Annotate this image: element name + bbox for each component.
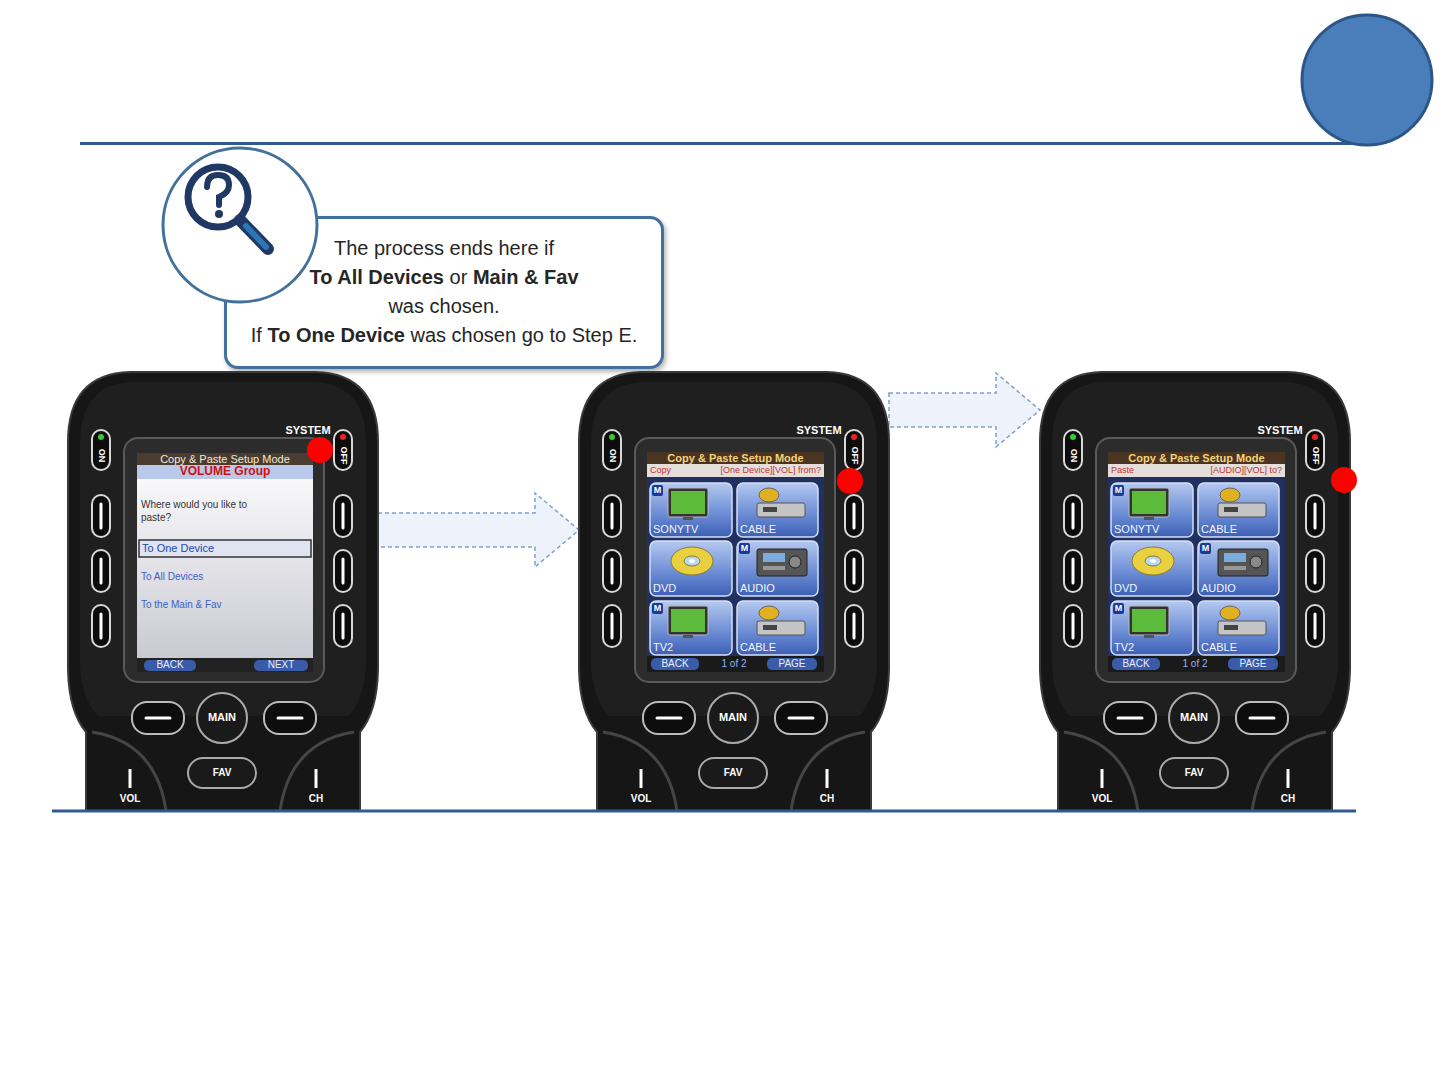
callout-line: The process ends here if [334, 234, 554, 263]
remote-control: SYSTEM ON OFF Copy & Paste Setup ModeVOLUME… [68, 370, 378, 811]
button-label: ON [1068, 446, 1079, 466]
remote-body [1040, 370, 1350, 811]
screen-text: BACK [1112, 658, 1160, 670]
screen-text: DVD [653, 582, 729, 595]
screen-text: M [1200, 543, 1211, 553]
screen-text: CH [296, 793, 336, 805]
callout-line: To All Devices orMain & Fav [309, 263, 578, 292]
screen-text: MAIN [192, 711, 252, 724]
callout-text: was chosen. [388, 295, 499, 317]
screen-text: Copy [650, 465, 690, 475]
screen-text: CABLE [1201, 641, 1277, 654]
screen-text: VOL [621, 793, 661, 805]
screen-text: SONYTV [1114, 523, 1190, 536]
screen-text: M [739, 543, 750, 553]
callout-text: The process ends here if To All Devices or… [227, 219, 661, 350]
screen-text: FAV [1164, 767, 1224, 779]
screen-text: TV2 [653, 641, 729, 654]
screen-text: MAIN [1164, 711, 1224, 724]
callout-line: IfTo One Device was chosen go to Step E. [251, 321, 638, 350]
bottom-rule [52, 810, 1356, 813]
screen-text: MAIN [703, 711, 763, 724]
flow-arrow [378, 493, 579, 567]
callout-text: or [450, 266, 468, 288]
callout-line: was chosen. [388, 292, 499, 321]
callout-text: The process ends here if [334, 237, 554, 259]
screen-text: SONYTV [653, 523, 729, 536]
remote-control: SYSTEM ON OFF Copy & Paste Setup ModeCopy[O… [579, 370, 889, 811]
screen-text: VOL [1082, 793, 1122, 805]
callout-box: The process ends here if To All Devices or… [224, 216, 664, 369]
screen-text: To One Device [142, 542, 302, 555]
emphasis-text: To One Device [267, 324, 404, 346]
screen-text: SYSTEM [278, 424, 338, 437]
screen-text: M [1113, 603, 1124, 613]
screen-text: AUDIO [740, 582, 816, 595]
screen-text: CABLE [740, 641, 816, 654]
callout-text: If [251, 324, 262, 346]
screen-text: DVD [1114, 582, 1190, 595]
button-label: OFF [338, 446, 349, 466]
screen-text: VOL [110, 793, 150, 805]
top-rule [80, 142, 1356, 145]
screen-text: Paste [1111, 465, 1151, 475]
screen-text: To All Devices [141, 571, 301, 583]
flow-arrow [889, 373, 1040, 447]
remote-control: SYSTEM ON OFF Copy & Paste Setup ModePaste[… [1040, 370, 1350, 811]
screen-text: Copy & Paste Setup Mode [137, 453, 313, 466]
callout-text: was chosen go to Step E. [410, 324, 637, 346]
screen-text: FAV [703, 767, 763, 779]
screen-text: [AUDIO][VOL] to? [1150, 465, 1282, 475]
remote-body [68, 370, 378, 811]
marker-dot [1331, 467, 1357, 493]
magnifier-icon [160, 145, 320, 305]
screen-text: M [652, 603, 663, 613]
screen-text: NEXT [254, 659, 308, 671]
screen-text: SYSTEM [789, 424, 849, 437]
screen-text: FAV [192, 767, 252, 779]
screen-text: Copy & Paste Setup Mode [647, 452, 824, 465]
screen-text: M [1113, 485, 1124, 495]
remote-body [579, 370, 889, 811]
emphasis-text: To All Devices [309, 266, 444, 288]
screen-text: VOLUME Group [137, 465, 313, 479]
screen-text: CABLE [740, 523, 816, 536]
corner-circle [1302, 15, 1432, 145]
screen-text: AUDIO [1201, 582, 1277, 595]
screen-text: 1 of 2 [704, 658, 764, 670]
screen-text: SYSTEM [1250, 424, 1310, 437]
screen-text: M [652, 485, 663, 495]
marker-dot [837, 468, 863, 494]
button-label: ON [607, 446, 618, 466]
screen-text: PAGE [767, 658, 817, 670]
screen-text: 1 of 2 [1165, 658, 1225, 670]
screen-text: BACK [144, 659, 196, 671]
screen-text: CH [1268, 793, 1308, 805]
screen-text: PAGE [1228, 658, 1278, 670]
screen-text: TV2 [1114, 641, 1190, 654]
screen-text: To the Main & Fav [141, 599, 301, 611]
marker-dot [307, 437, 333, 463]
screen-text: Where would you like to paste? [141, 498, 266, 524]
screen-text: CH [807, 793, 847, 805]
button-label: OFF [849, 446, 860, 466]
button-label: ON [96, 446, 107, 466]
screen-text: Copy & Paste Setup Mode [1108, 452, 1285, 465]
screen-text: BACK [651, 658, 699, 670]
screen-text: [One Device][VOL] from? [689, 465, 821, 475]
button-label: OFF [1310, 446, 1321, 466]
screen-text: CABLE [1201, 523, 1277, 536]
emphasis-text: Main & Fav [473, 266, 579, 288]
